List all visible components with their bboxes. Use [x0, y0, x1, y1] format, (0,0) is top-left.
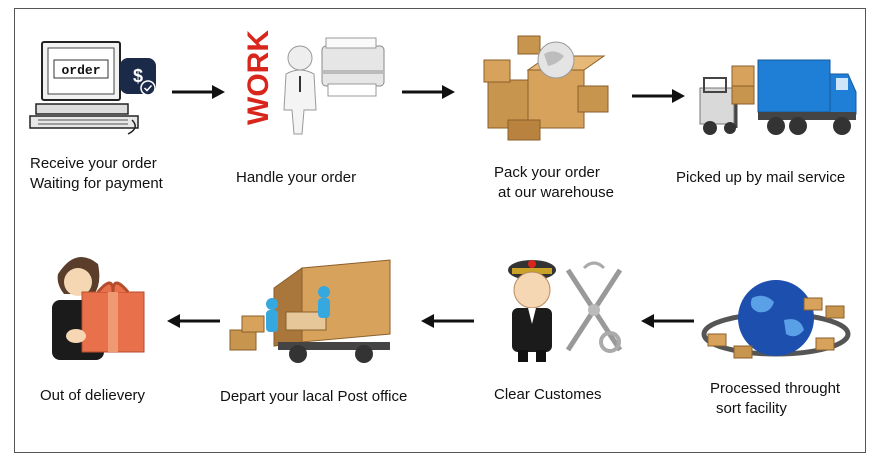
step-receive-order-label: Receive your order Waiting for payment — [30, 155, 163, 192]
step-handle-order-label: Handle your order — [236, 169, 357, 186]
globe-sort-facility-illustration — [700, 276, 855, 376]
step-depart-post-office-label: Depart your lacal Post office — [220, 388, 408, 405]
screen-order-text: order — [61, 63, 100, 78]
step-picked-up-label: Picked up by mail service — [676, 169, 846, 186]
arrow-right-icon — [170, 84, 226, 105]
svg-text:$: $ — [133, 66, 143, 86]
loading-truck-illustration — [224, 258, 396, 366]
arrow-right-icon — [400, 84, 456, 105]
person-gift-illustration — [36, 244, 156, 364]
step-processed-label: Processed throught sort facility — [710, 380, 841, 417]
arrow-left-icon — [420, 313, 476, 334]
step-clear-customs-label: Clear Customes — [494, 386, 602, 403]
arrow-left-icon — [640, 313, 696, 334]
computer-order-illustration: order $ — [28, 38, 168, 138]
work-word-art: WORK — [242, 30, 275, 125]
boxes-globe-illustration — [468, 30, 618, 145]
arrow-right-icon — [630, 88, 686, 109]
step-out-of-delivery-label: Out of delievery — [40, 387, 146, 404]
work-printer-illustration: WORK — [230, 30, 400, 140]
forklift-truck-illustration — [690, 52, 860, 144]
customs-officer-illustration — [498, 250, 632, 366]
step-pack-order-label: Pack your order at our warehouse — [494, 164, 614, 201]
arrow-left-icon — [166, 313, 222, 334]
